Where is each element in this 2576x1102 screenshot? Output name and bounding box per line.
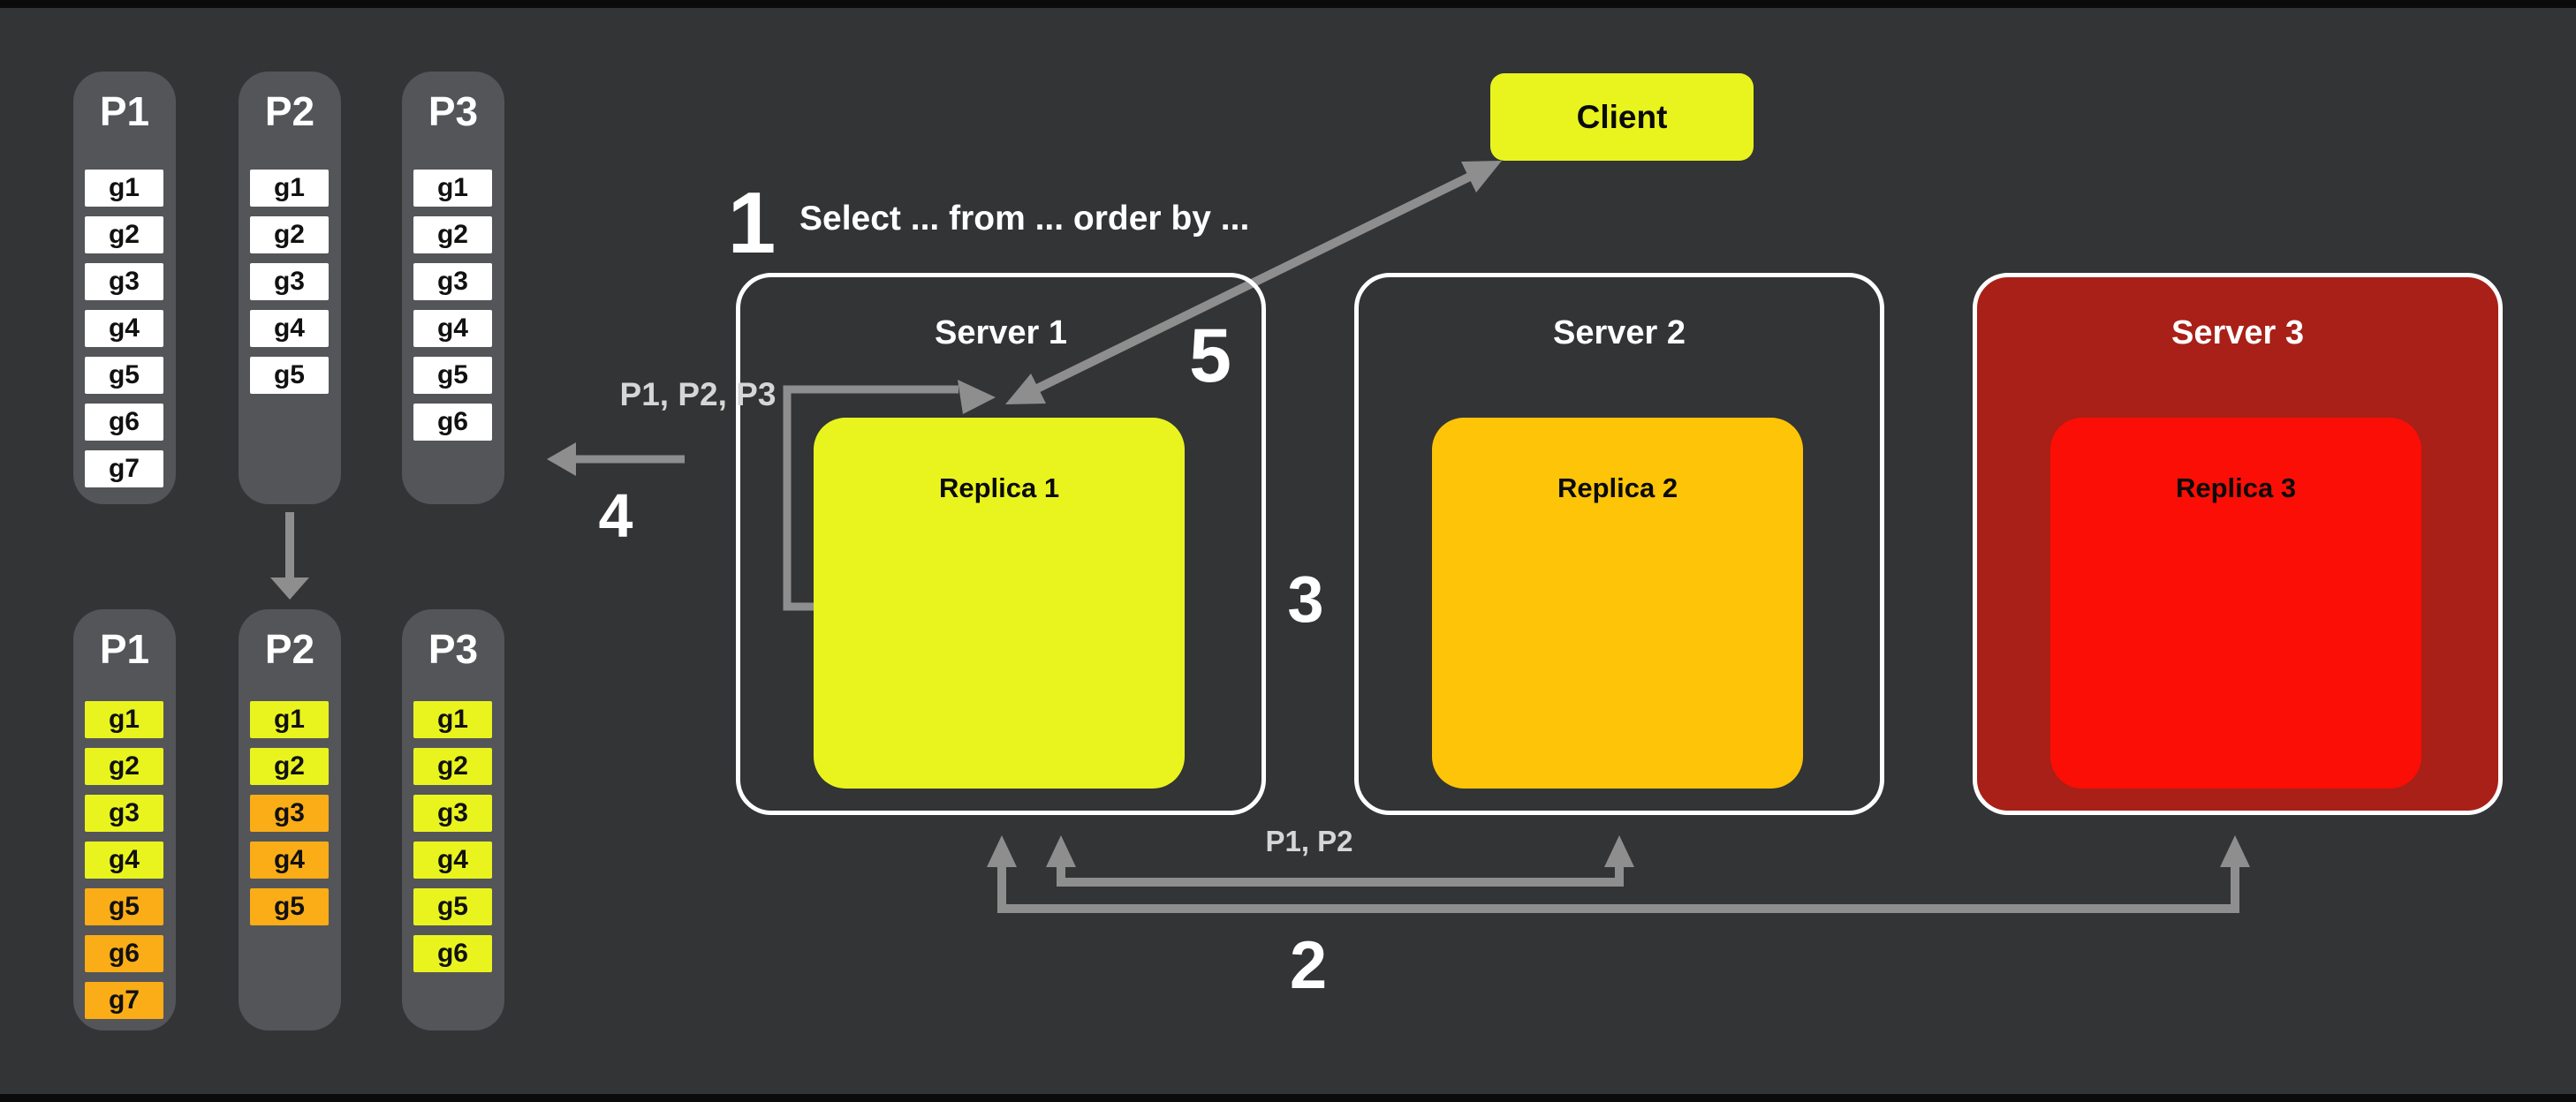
cell-result-p2-g1: g1: [250, 701, 329, 738]
partition-source-p3: P3 g1 g2 g3 g4 g5 g6: [402, 72, 504, 504]
letterbox-top: [0, 0, 2576, 8]
cell-source-p2-g2: g2: [250, 216, 329, 253]
cell-result-p3-g6: g6: [413, 935, 492, 972]
step-2-number: 2: [1289, 928, 1328, 1003]
server-3: Server 3 Replica 3: [1973, 273, 2503, 815]
client-box: Client: [1490, 73, 1754, 161]
cell-result-p3-g1: g1: [413, 701, 492, 738]
partition-title: P2: [264, 88, 315, 134]
route-label-some-partitions: P1, P2: [1265, 825, 1353, 857]
route-label-all-partitions: P1, P2, P3: [619, 376, 777, 412]
server-title: Server 1: [934, 314, 1067, 351]
cell-source-p2-g1: g1: [250, 170, 329, 207]
cell-source-p2-g5: g5: [250, 357, 329, 394]
replica-2: Replica 2: [1432, 418, 1803, 789]
step-4-number: 4: [598, 481, 633, 550]
cell-result-p3-g2: g2: [413, 748, 492, 785]
partition-result-p3: P3 g1 g2 g3 g4 g5 g6: [402, 609, 504, 1030]
cell-result-p1-g3: g3: [85, 795, 163, 832]
server-2: Server 2 Replica 2: [1354, 273, 1884, 815]
cell-result-p1-g6: g6: [85, 935, 163, 972]
step-1-number: 1: [727, 174, 777, 271]
cell-source-p3-g1: g1: [413, 170, 492, 207]
cell-source-p3-g5: g5: [413, 357, 492, 394]
cell-result-p2-g5: g5: [250, 888, 329, 925]
cell-result-p1-g4: g4: [85, 842, 163, 879]
replica-label: Replica 2: [1557, 472, 1678, 503]
server-title: Server 2: [1552, 314, 1686, 351]
replica-label: Replica 3: [2175, 472, 2297, 503]
partition-title: P3: [428, 88, 479, 134]
step-3-number: 3: [1287, 562, 1324, 636]
step-5-number: 5: [1189, 313, 1231, 398]
cell-result-p2-g2: g2: [250, 748, 329, 785]
cell-source-p3-g2: g2: [413, 216, 492, 253]
partition-title: P1: [99, 88, 150, 134]
cell-source-p1-g7: g7: [85, 450, 163, 487]
scatter-bracket-short: [1057, 864, 1624, 887]
cell-result-p2-g3: g3: [250, 795, 329, 832]
cell-source-p1-g1: g1: [85, 170, 163, 207]
cell-result-p1-g7: g7: [85, 982, 163, 1019]
arrowhead-sort-step: [270, 577, 309, 600]
arrowhead-step4: [547, 442, 576, 476]
cell-result-p3-g5: g5: [413, 888, 492, 925]
cell-result-p1-g5: g5: [85, 888, 163, 925]
arrowhead-long-right: [2220, 835, 2250, 867]
cell-source-p2-g3: g3: [250, 263, 329, 300]
arrowhead-to-client: [1461, 161, 1502, 192]
cell-source-p3-g6: g6: [413, 404, 492, 441]
cell-source-p1-g6: g6: [85, 404, 163, 441]
server-title: Server 3: [2171, 314, 2304, 351]
scatter-bracket-long: [997, 864, 2239, 913]
cell-source-p1-g2: g2: [85, 216, 163, 253]
replica-3: Replica 3: [2050, 418, 2421, 789]
partition-result-p2: P2 g1 g2 g3 g4 g5: [239, 609, 341, 1030]
cell-source-p3-g3: g3: [413, 263, 492, 300]
partition-source-p1: P1 g1 g2 g3 g4 g5 g6 g7: [73, 72, 176, 504]
cell-result-p3-g3: g3: [413, 795, 492, 832]
replica-label: Replica 1: [938, 472, 1060, 503]
cell-source-p3-g4: g4: [413, 310, 492, 347]
server-1: Server 1 5 Replica 1: [736, 273, 1266, 815]
cell-source-p1-g4: g4: [85, 310, 163, 347]
query-text: Select ... from ... order by ...: [799, 200, 1250, 238]
partition-title: P3: [428, 626, 479, 672]
arrowhead-short-right: [1604, 835, 1634, 867]
cell-source-p2-g4: g4: [250, 310, 329, 347]
replica-1: Replica 1: [814, 418, 1185, 789]
partition-title: P2: [264, 626, 315, 672]
arrowhead-long-left: [987, 835, 1017, 867]
partition-title: P1: [99, 626, 150, 672]
cell-result-p2-g4: g4: [250, 842, 329, 879]
arrowhead-short-left: [1046, 835, 1076, 867]
cell-source-p1-g3: g3: [85, 263, 163, 300]
cell-result-p1-g1: g1: [85, 701, 163, 738]
cell-source-p1-g5: g5: [85, 357, 163, 394]
letterbox-bottom: [0, 1094, 2576, 1102]
cell-result-p1-g2: g2: [85, 748, 163, 785]
partition-result-p1: P1 g1 g2 g3 g4 g5 g6 g7: [73, 609, 176, 1030]
cell-result-p3-g4: g4: [413, 842, 492, 879]
partition-source-p2: P2 g1 g2 g3 g4 g5: [239, 72, 341, 504]
